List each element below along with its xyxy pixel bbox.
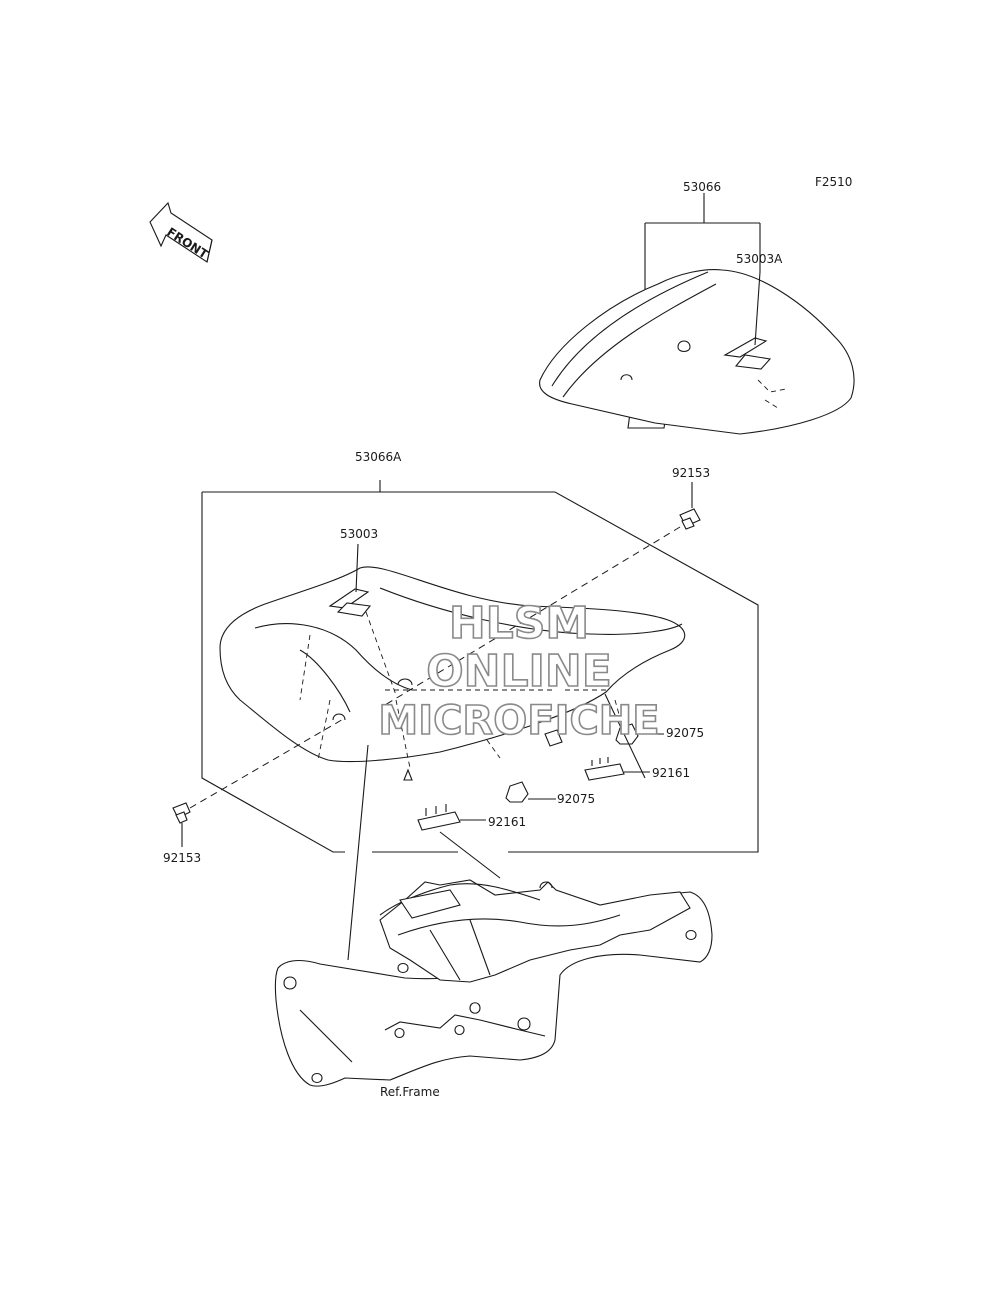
bolt-92153-left bbox=[172, 802, 191, 824]
label-53003A: 53003A bbox=[736, 252, 783, 266]
label-92161-mid: 92161 bbox=[488, 815, 526, 829]
clip-92161-right bbox=[584, 757, 625, 781]
label-ref-frame: Ref.Frame bbox=[380, 1085, 440, 1099]
label-92153-left: 92153 bbox=[163, 851, 201, 865]
watermark: HLSM ONLINE MICROFICHE bbox=[378, 597, 661, 745]
diagram-code: F2510 bbox=[815, 175, 852, 189]
label-92075-mid: 92075 bbox=[557, 792, 595, 806]
label-53003: 53003 bbox=[340, 527, 378, 541]
front-arrow-icon: FRONT bbox=[149, 201, 213, 263]
label-92161-right: 92161 bbox=[652, 766, 690, 780]
label-92075-right: 92075 bbox=[666, 726, 704, 740]
label-53066: 53066 bbox=[683, 180, 721, 194]
watermark-line2: ONLINE bbox=[426, 646, 612, 697]
clip-92161-mid bbox=[417, 804, 461, 831]
rear-seat-cover bbox=[539, 269, 855, 435]
rear-frame bbox=[274, 879, 713, 1087]
damper-92075-mid bbox=[505, 781, 529, 803]
watermark-line1: HLSM bbox=[449, 598, 589, 649]
bolt-92153-top bbox=[679, 508, 701, 530]
watermark-line3: MICROFICHE bbox=[378, 698, 659, 744]
label-92153-top: 92153 bbox=[672, 466, 710, 480]
label-53066A: 53066A bbox=[355, 450, 402, 464]
